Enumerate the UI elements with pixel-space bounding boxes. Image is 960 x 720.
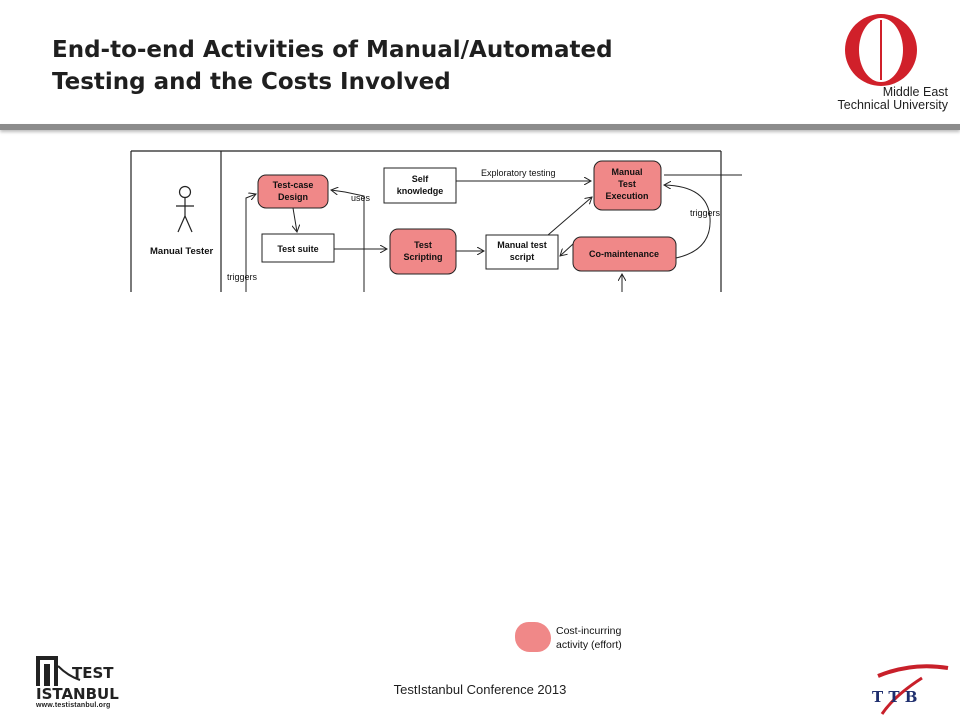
legend-label: Cost-incurring activity (effort) [556,624,676,652]
diagram-edges [245,174,742,292]
actor-stick-figure-icon [176,185,194,233]
legend-line-2: activity (effort) [556,639,622,651]
node-manual-test-script [485,234,559,270]
testistanbul-word-2: ISTANBUL [36,685,119,703]
testistanbul-url: www.testistanbul.org [36,702,111,709]
testistanbul-word-1: TEST [72,664,114,682]
node-manual-test-execution-l2: Test [618,179,636,189]
node-self-knowledge-l1: Self [412,174,430,184]
node-manual-test-execution-l3: Execution [605,191,648,201]
node-test-suite [261,233,335,263]
metu-name: Middle East Technical University [818,86,948,112]
legend-line-1: Cost-incurring [556,625,622,637]
ttb-logo-icon: T T B [872,664,949,715]
testistanbul-logo-icon: TEST ISTANBUL [36,656,119,703]
node-test-case-design-l2: Design [278,192,308,202]
legend-cost-swatch [515,622,551,652]
node-co-maintenance-label: Co-maintenance [589,249,659,259]
metu-line-2: Technical University [837,98,948,112]
edge-label-triggers-right: triggers [690,208,721,218]
metu-circle-logo-icon [845,14,917,86]
node-test-scripting-l1: Test [414,240,432,250]
ttb-letters: T T B [872,688,917,706]
node-test-scripting-l2: Scripting [403,252,442,262]
node-self-knowledge [383,167,457,204]
node-test-case-design-l1: Test-case [273,180,314,190]
node-self-knowledge-l2: knowledge [397,186,444,196]
node-test-suite-label: Test suite [277,244,318,254]
title-line-1: End-to-end Activities of Manual/Automate… [52,37,613,63]
node-manual-test-execution [593,160,662,211]
node-manual-test-execution-l1: Manual [611,167,642,177]
node-manual-test-script-l1: Manual test [497,240,547,250]
actor-label: Manual Tester [150,246,213,257]
node-manual-test-script-l2: script [510,252,535,262]
edge-label-uses: uses [351,193,371,203]
edge-label-triggers-left: triggers [227,272,258,282]
footer-text: TestIstanbul Conference 2013 [393,682,567,697]
edge-label-exploratory: Exploratory testing [481,168,556,178]
activity-diagram: Manual Tester Test-case Design Test suit… [130,150,742,292]
slide-title: End-to-end Activities of Manual/Automate… [52,34,772,98]
title-divider [0,124,960,130]
title-line-2: Testing and the Costs Involved [52,69,451,95]
metu-line-1: Middle East [882,85,948,99]
node-co-maintenance [572,236,677,272]
